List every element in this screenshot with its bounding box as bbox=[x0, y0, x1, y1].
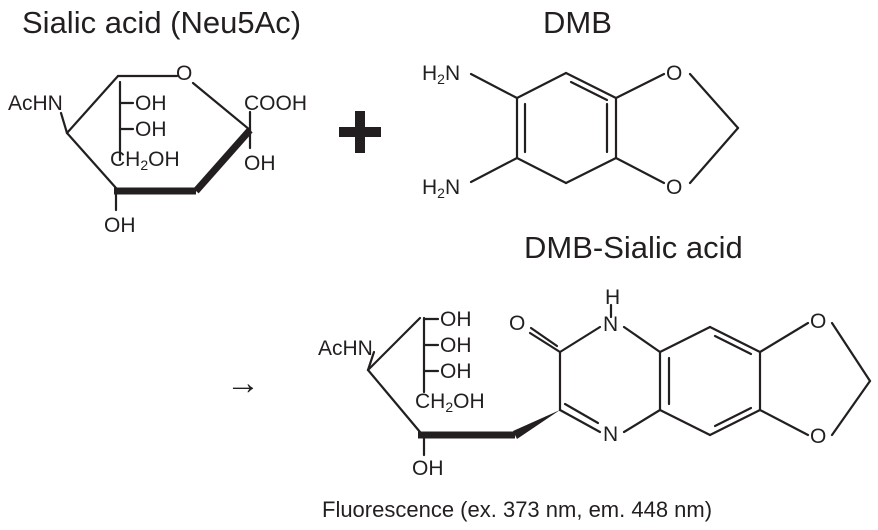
reaction-arrow: → bbox=[226, 364, 260, 402]
amide-n-label: N bbox=[603, 313, 618, 336]
amide-h-label: H bbox=[605, 286, 620, 309]
acetamido-label: AcHN bbox=[318, 337, 373, 360]
product-title: DMB-Sialic acid bbox=[524, 230, 743, 265]
hydroxyl-label: OH bbox=[135, 118, 167, 141]
dmb-title: DMB bbox=[543, 5, 612, 40]
dioxole-oxygen-label: O bbox=[810, 310, 826, 333]
ch2oh-label: CH2OH bbox=[110, 148, 180, 173]
ch2oh-label: CH2OH bbox=[415, 390, 485, 415]
fluorescence-caption: Fluorescence (ex. 373 nm, em. 448 nm) bbox=[322, 497, 712, 522]
plus-sign bbox=[339, 111, 381, 153]
acetamido-label: AcHN bbox=[8, 92, 63, 115]
dioxole-oxygen-label: O bbox=[666, 176, 682, 199]
ring-oxygen-label: O bbox=[176, 62, 192, 85]
carbonyl-oxygen-label: O bbox=[509, 312, 525, 335]
imine-n-label: N bbox=[603, 423, 618, 446]
wedge-bond bbox=[513, 410, 560, 439]
hydroxyl-label: OH bbox=[135, 92, 167, 115]
dioxole-oxygen-label: O bbox=[666, 62, 682, 85]
sialic-acid-structure bbox=[59, 74, 253, 212]
amine-label: H2N bbox=[422, 62, 460, 87]
amine-label: H2N bbox=[422, 176, 460, 201]
hydroxyl-label: OH bbox=[244, 152, 276, 175]
dioxole-oxygen-label: O bbox=[810, 425, 826, 448]
hydroxyl-label: OH bbox=[104, 214, 136, 237]
product-structure bbox=[366, 303, 872, 457]
sialic-acid-title: Sialic acid (Neu5Ac) bbox=[22, 5, 301, 40]
hydroxyl-label: OH bbox=[412, 457, 444, 480]
carboxyl-label: COOH bbox=[244, 92, 307, 115]
hydroxyl-label: OH bbox=[440, 334, 472, 357]
hydroxyl-label: OH bbox=[440, 308, 472, 331]
hydroxyl-label: OH bbox=[440, 360, 472, 383]
dmb-structure bbox=[469, 71, 740, 185]
